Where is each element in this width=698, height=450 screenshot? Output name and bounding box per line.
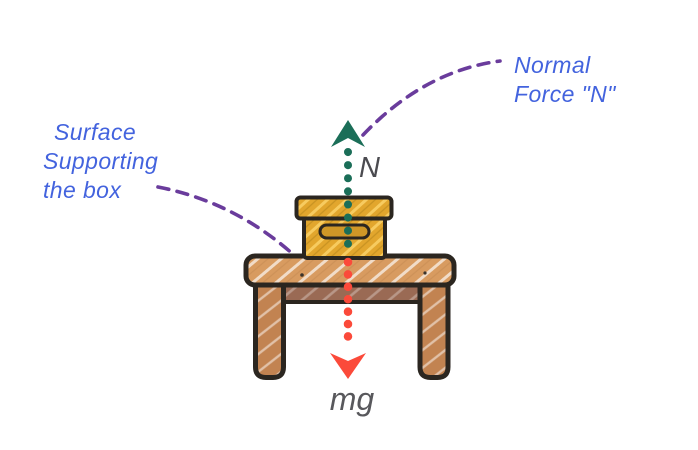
table-leg-left <box>253 275 286 380</box>
normal-callout-curve <box>361 59 502 137</box>
normal-force-arrow <box>331 120 365 256</box>
table-speck <box>300 273 304 277</box>
surface-label-line: Surface <box>54 119 137 145</box>
normal-arrowhead-icon <box>331 120 365 147</box>
normal-force-label-line: Force "N" <box>514 81 616 107</box>
weight-force-arrow <box>330 257 366 379</box>
surface-label-line: the box <box>43 177 122 203</box>
box-lid <box>294 195 394 221</box>
table-speck <box>423 271 427 275</box>
table-leg-right <box>417 275 451 380</box>
weight-symbol-label: mg <box>329 381 375 417</box>
box <box>294 195 394 260</box>
surface-label: Surface Supporting the box <box>43 118 158 205</box>
surface-label-line: Supporting <box>43 148 159 174</box>
normal-symbol-label: N <box>359 152 380 184</box>
weight-arrowhead-icon <box>330 353 366 379</box>
surface-callout-curve <box>156 185 297 258</box>
normal-force-label-line: Normal <box>514 52 591 78</box>
normal-force-label: Normal Force "N" <box>514 51 616 109</box>
